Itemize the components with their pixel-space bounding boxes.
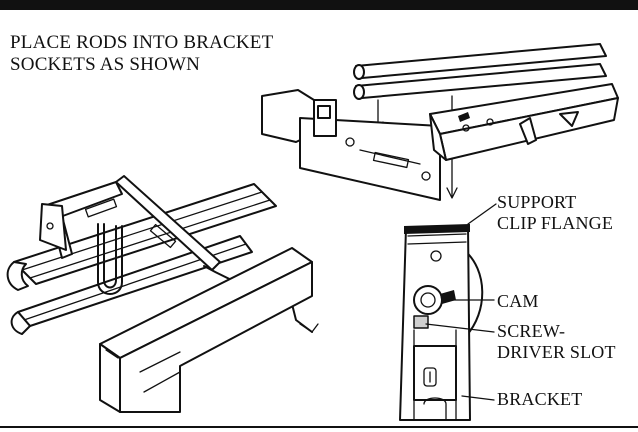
rod-end-top <box>353 64 365 80</box>
label-support-clip-flange: SUPPORT CLIP FLANGE <box>497 192 614 233</box>
support-clip-flange <box>404 224 470 234</box>
flange-hole <box>430 250 442 262</box>
leader-bracket <box>461 395 495 401</box>
leader-support-clip <box>467 203 497 225</box>
label-cam: CAM <box>497 291 539 311</box>
screwdriver-slot <box>413 315 429 329</box>
label-bracket: BRACKET <box>497 389 583 409</box>
label-screwdriver-slot: SCREW- DRIVER SLOT <box>497 321 616 362</box>
bracket-plate <box>299 117 441 201</box>
rail-tab <box>519 117 537 145</box>
rail-clip-illustration <box>6 175 319 413</box>
top-border-bar <box>0 0 638 10</box>
cam-circle <box>413 285 443 315</box>
hanger-strap <box>115 175 221 271</box>
instruction-text: PLACE RODS INTO BRACKET SOCKETS AS SHOWN <box>10 32 274 75</box>
u-bolt <box>97 223 123 295</box>
bracket-rods-illustration <box>261 43 619 201</box>
bracket-hole <box>423 367 437 387</box>
rotation-arc-right <box>463 249 484 337</box>
rod-end-bottom <box>353 84 365 100</box>
bottom-border-line <box>0 426 638 428</box>
cam-detail-illustration <box>399 203 497 421</box>
bracket-slot <box>372 151 410 169</box>
leader-screwdriver-slot <box>425 323 495 333</box>
